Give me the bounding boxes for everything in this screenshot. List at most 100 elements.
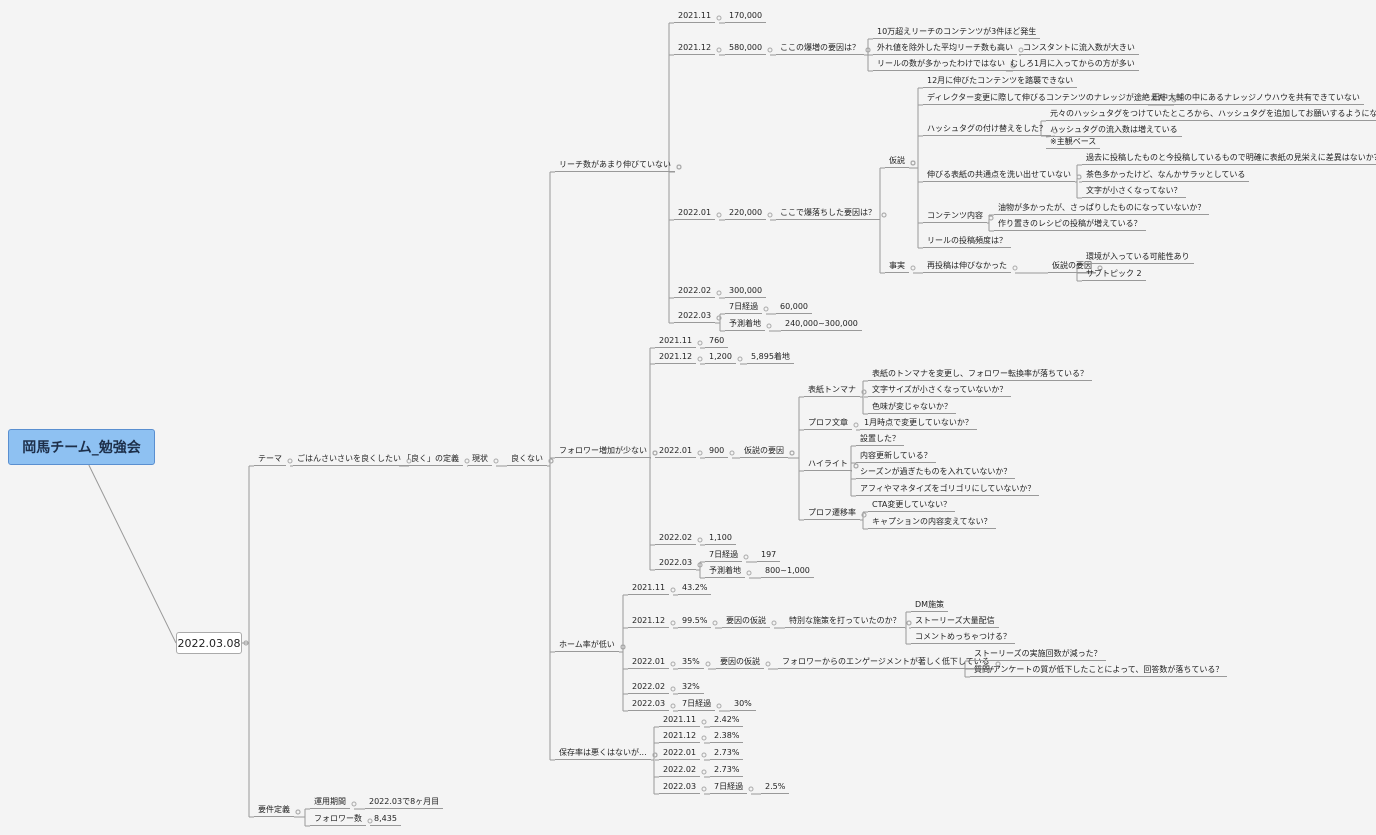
topic-theme[interactable]: テーマ — [254, 454, 286, 466]
collapse-toggle-icon[interactable] — [701, 719, 707, 725]
topic-hozon[interactable]: 保存率は悪くはないが... — [555, 748, 651, 760]
topic-h6[interactable]: リールの投稿頻度は？ — [923, 236, 1011, 248]
collapse-toggle-icon[interactable] — [766, 323, 772, 329]
collapse-toggle-icon[interactable] — [620, 644, 626, 650]
topic-f2a[interactable]: 5,895着地 — [747, 352, 794, 364]
topic-h5[interactable]: コンテンツ内容 — [923, 211, 987, 223]
topic-yokunai[interactable]: 良くない — [507, 454, 547, 466]
collapse-toggle-icon[interactable] — [701, 786, 707, 792]
topic-r1v[interactable]: 170,000 — [725, 11, 767, 23]
collapse-toggle-icon[interactable] — [988, 215, 994, 221]
topic-h4b[interactable]: 茶色多かったけど、なんかサラッとしている — [1082, 170, 1250, 182]
topic-home[interactable]: ホーム率が低い — [555, 640, 619, 652]
topic-s2v[interactable]: 2.38% — [710, 731, 744, 743]
collapse-toggle-icon[interactable] — [712, 620, 718, 626]
topic-f3[interactable]: 2022.01 — [655, 446, 697, 458]
topic-s4v[interactable]: 2.73% — [710, 765, 744, 777]
collapse-toggle-icon[interactable] — [1018, 47, 1024, 53]
topic-f1v[interactable]: 760 — [705, 336, 729, 348]
topic-h3c[interactable]: ※主観ベース — [1046, 137, 1101, 149]
collapse-toggle-icon[interactable] — [697, 537, 703, 543]
collapse-toggle-icon[interactable] — [697, 340, 703, 346]
collapse-toggle-icon[interactable] — [1171, 97, 1177, 103]
topic-hl2[interactable]: 内容更新している？ — [856, 451, 936, 463]
topic-hs1[interactable]: 表紙のトンマナを変更し、フォロワー転換率が落ちている？ — [868, 369, 1092, 381]
topic-f2[interactable]: 2021.12 — [655, 352, 697, 364]
collapse-toggle-icon[interactable] — [716, 315, 722, 321]
collapse-toggle-icon[interactable] — [853, 463, 859, 469]
collapse-toggle-icon[interactable] — [697, 450, 703, 456]
topic-f5a[interactable]: 7日経過 — [705, 550, 743, 562]
topic-f4v[interactable]: 1,100 — [705, 533, 736, 545]
topic-h4c[interactable]: 文字が小さくなってない？ — [1082, 186, 1186, 198]
topic-hl4[interactable]: アフィやマネタイズをゴリゴリにしていないか？ — [856, 484, 1040, 496]
collapse-toggle-icon[interactable] — [670, 661, 676, 667]
collapse-toggle-icon[interactable] — [767, 47, 773, 53]
collapse-toggle-icon[interactable] — [670, 620, 676, 626]
topic-j1[interactable]: 再投稿は伸びなかった — [923, 261, 1011, 273]
topic-o3c2[interactable]: 質問/アンケートの質が低下したことによって、回答数が落ちている？ — [970, 665, 1228, 677]
topic-h3b[interactable]: ハッシュタグの流入数は増えている — [1046, 125, 1182, 137]
collapse-toggle-icon[interactable] — [716, 703, 722, 709]
date-topic[interactable]: 2022.03.08 — [176, 632, 242, 654]
topic-h4a[interactable]: 過去に投稿したものと今投稿しているもので明確に表紙の見栄えに差異はないか？ — [1082, 153, 1376, 165]
topic-f1[interactable]: 2021.11 — [655, 336, 697, 348]
topic-o4v[interactable]: 32% — [678, 682, 704, 694]
central-topic[interactable]: 岡馬チーム_勉強会 — [8, 429, 155, 465]
topic-r3[interactable]: 2022.01 — [674, 208, 716, 220]
topic-f2v[interactable]: 1,200 — [705, 352, 736, 364]
topic-r5b[interactable]: 予測着地 — [725, 319, 765, 331]
collapse-toggle-icon[interactable] — [729, 450, 735, 456]
topic-req1[interactable]: 運用期間 — [310, 797, 350, 809]
topic-hs3[interactable]: 色味が変じゃないか？ — [868, 402, 956, 414]
collapse-toggle-icon[interactable] — [493, 458, 499, 464]
topic-pt1[interactable]: CTA変更していない？ — [868, 500, 956, 512]
topic-h3[interactable]: ハッシュタグの付け替えをした？ — [923, 124, 1051, 136]
topic-o2c1[interactable]: DM施策 — [911, 600, 949, 612]
topic-s2[interactable]: 2021.12 — [659, 731, 701, 743]
topic-o3c1[interactable]: ストーリーズの実施回数が減った？ — [970, 649, 1106, 661]
topic-r4v[interactable]: 300,000 — [725, 286, 767, 298]
topic-pt[interactable]: プロフ遷移率 — [804, 508, 860, 520]
topic-o3[interactable]: 2022.01 — [628, 657, 670, 669]
topic-h2a[interactable]: 田中大輔の中にあるナレッジノウハウを共有できていない — [1148, 93, 1364, 105]
collapse-toggle-icon[interactable] — [464, 458, 470, 464]
collapse-toggle-icon[interactable] — [676, 164, 682, 170]
topic-f5[interactable]: 2022.03 — [655, 558, 697, 570]
topic-s4[interactable]: 2022.02 — [659, 765, 701, 777]
collapse-toggle-icon[interactable] — [853, 422, 859, 428]
topic-o1[interactable]: 2021.11 — [628, 583, 670, 595]
collapse-toggle-icon[interactable] — [910, 160, 916, 166]
collapse-toggle-icon[interactable] — [1097, 265, 1103, 271]
collapse-toggle-icon[interactable] — [716, 290, 722, 296]
topic-o2a[interactable]: 要因の仮説 — [722, 616, 770, 628]
topic-f4[interactable]: 2022.02 — [655, 533, 697, 545]
topic-req[interactable]: 要件定義 — [254, 805, 294, 817]
topic-r2b[interactable]: 外れ値を除外した平均リーチ数も高い — [873, 43, 1017, 55]
topic-o2b[interactable]: 特別な施策を打っていたのか？ — [785, 616, 905, 628]
topic-reach[interactable]: リーチ数があまり伸びていない — [555, 160, 675, 172]
topic-o3a[interactable]: 要因の仮説 — [716, 657, 764, 669]
topic-pt2[interactable]: キャプションの内容変えてない？ — [868, 517, 996, 529]
collapse-toggle-icon[interactable] — [906, 620, 912, 626]
topic-req2[interactable]: フォロワー数 — [310, 814, 366, 826]
topic-s5[interactable]: 2022.03 — [659, 782, 701, 794]
topic-j2b[interactable]: サブトピック 2 — [1082, 269, 1146, 281]
topic-o2c2[interactable]: ストーリーズ大量配信 — [911, 616, 999, 628]
collapse-toggle-icon[interactable] — [716, 15, 722, 21]
collapse-toggle-icon[interactable] — [995, 661, 1001, 667]
topic-h4[interactable]: 伸びる表紙の共通点を洗い出せていない — [923, 170, 1075, 182]
collapse-toggle-icon[interactable] — [652, 752, 658, 758]
topic-r2b1[interactable]: コンスタントに流入数が大きい — [1019, 43, 1139, 55]
topic-r5bv[interactable]: 240,000~300,000 — [781, 319, 862, 331]
topic-f5bv[interactable]: 800~1,000 — [761, 566, 814, 578]
topic-o3v[interactable]: 35% — [678, 657, 704, 669]
topic-f5b[interactable]: 予測着地 — [705, 566, 745, 578]
collapse-toggle-icon[interactable] — [865, 47, 871, 53]
collapse-toggle-icon[interactable] — [351, 801, 357, 807]
topic-r3q[interactable]: ここで爆落ちした要因は？ — [776, 208, 880, 220]
collapse-toggle-icon[interactable] — [701, 752, 707, 758]
topic-kasetsu[interactable]: 仮説 — [885, 156, 909, 168]
topic-j2a[interactable]: 環境が入っている可能性あり — [1082, 252, 1194, 264]
collapse-toggle-icon[interactable] — [861, 512, 867, 518]
